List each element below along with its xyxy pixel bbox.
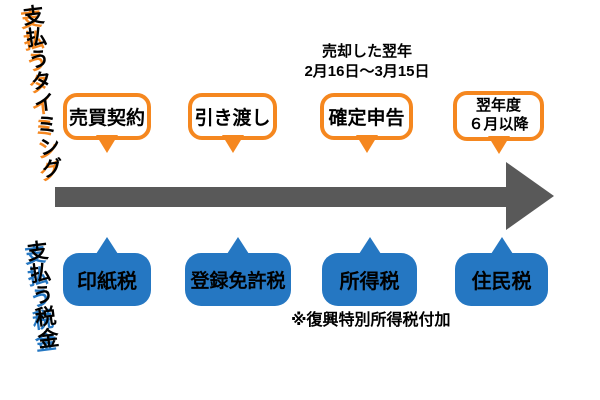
event-sales-contract-label: 売買契約	[68, 108, 145, 129]
event-sales-contract: 売買契約	[63, 93, 151, 140]
event-next-fiscal-year-line-1: 翌年度	[475, 97, 521, 115]
tax-stamp-tax: 印紙税	[63, 253, 151, 306]
event-final-tax-return-label: 確定申告	[328, 108, 405, 129]
annotation-line-2: 2月16日～3月15日	[304, 63, 430, 81]
tax-income-tax-label: 所得税	[339, 271, 400, 293]
tax-stamp-tax-label: 印紙税	[77, 271, 137, 293]
tax-resident-tax-label: 住民税	[471, 271, 532, 293]
annotation-line-1: 売却した翌年	[321, 43, 412, 60]
event-handover: 引き渡し	[188, 93, 277, 140]
event-next-fiscal-year: 翌年度 ６月以降	[453, 91, 544, 141]
event-next-fiscal-year-line-2: ６月以降	[468, 116, 529, 133]
event-final-tax-return: 確定申告	[320, 93, 413, 140]
tax-income-tax: 所得税	[322, 253, 417, 306]
axis-label-taxes-to-pay: 支払う税金	[23, 238, 60, 351]
tax-registration-license-tax-label: 登録免許税	[190, 271, 286, 292]
tax-registration-license-tax: 登録免許税	[185, 253, 291, 306]
event-handover-label: 引き渡し	[194, 108, 271, 129]
tax-resident-tax: 住民税	[455, 253, 548, 306]
filing-period-annotation: 売却した翌年 2月16日～3月15日	[287, 42, 447, 83]
timeline-arrow-shaft	[55, 187, 507, 207]
axis-label-payment-timing: 支払うタイミング	[19, 3, 64, 181]
reconstruction-surtax-note: ※復興特別所得税付加	[291, 312, 451, 329]
timeline-arrow-head	[506, 162, 554, 230]
